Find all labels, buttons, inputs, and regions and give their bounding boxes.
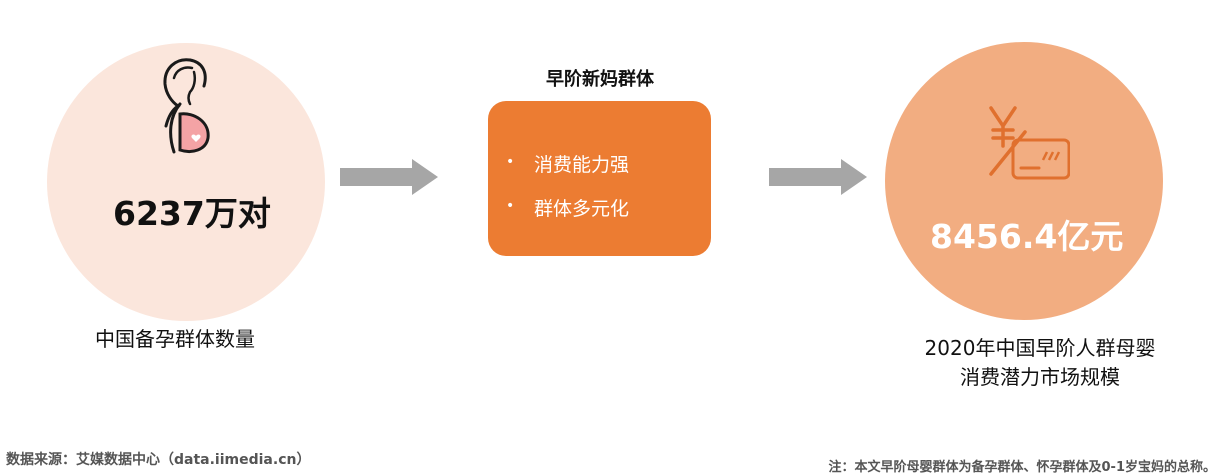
data-source: 数据来源：艾媒数据中心（data.iimedia.cn）	[6, 452, 311, 468]
list-item: • 群体多元化	[506, 194, 629, 238]
right-arrow-icon	[769, 159, 867, 195]
pregnancy-group-count: 6237万对	[113, 194, 271, 233]
pregnant-woman-icon	[163, 58, 210, 154]
list-item: • 消费能力强	[506, 150, 629, 194]
yen-card-icon	[989, 106, 1070, 180]
left-circle	[47, 43, 325, 321]
center-box: • 消费能力强 • 群体多元化	[488, 101, 711, 256]
center-title: 早阶新妈群体	[546, 69, 654, 90]
right-circle	[885, 42, 1163, 320]
bullet-icon: •	[506, 154, 515, 170]
market-size-value: 8456.4亿元	[930, 217, 1124, 256]
right-arrow-icon	[340, 159, 438, 195]
market-size-caption: 2020年中国早阶人群母婴 消费潜力市场规模	[880, 334, 1200, 392]
footnote: 注：本文早阶母婴群体为备孕群体、怀孕群体及0-1岁宝妈的总称。	[828, 460, 1217, 475]
center-list: • 消费能力强 • 群体多元化	[506, 150, 629, 238]
market-size-caption-line1: 2020年中国早阶人群母婴	[924, 336, 1156, 360]
bullet-icon: •	[506, 198, 515, 214]
market-size-caption-line2: 消费潜力市场规模	[960, 365, 1120, 389]
pregnancy-group-caption: 中国备孕群体数量	[95, 327, 255, 351]
